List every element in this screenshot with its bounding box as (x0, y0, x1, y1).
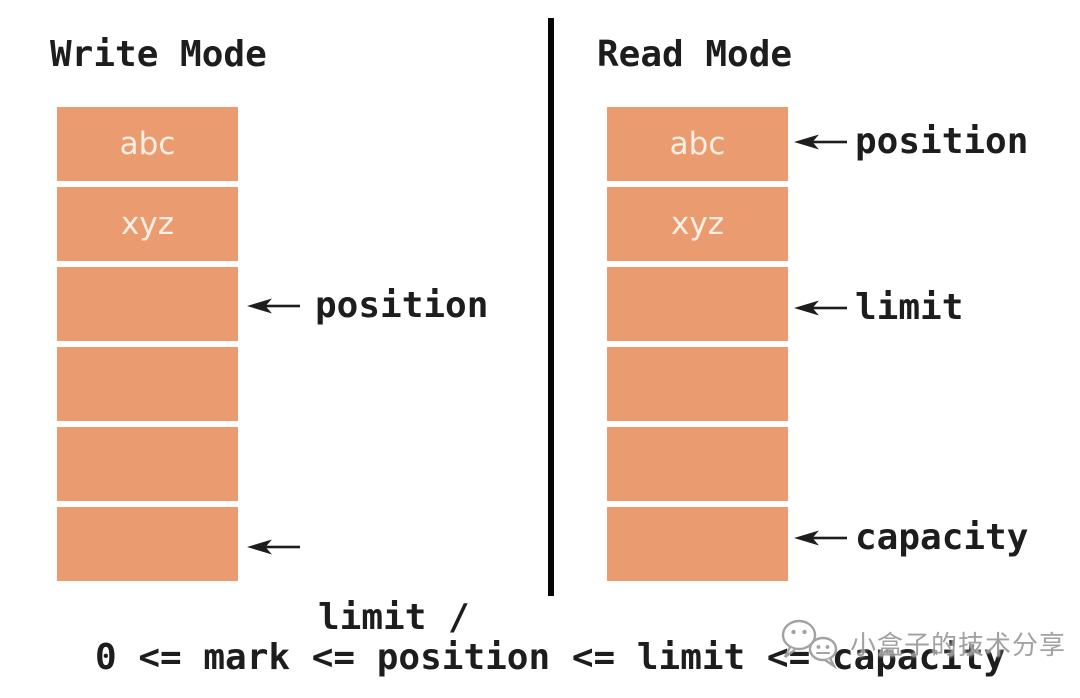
read-cell-6 (607, 507, 788, 581)
write-cell-5 (57, 427, 238, 501)
write-limit-label-line1: limit / (318, 597, 470, 638)
read-cell-3 (607, 267, 788, 341)
write-buffer-stack: abc xyz (57, 107, 238, 581)
write-cell-1: abc (57, 107, 238, 181)
left-arrow-icon (247, 298, 300, 314)
left-arrow-icon (794, 300, 847, 316)
read-mode-title: Read Mode (597, 34, 793, 75)
left-arrow-icon (794, 530, 847, 546)
write-cell-2: xyz (57, 187, 238, 261)
read-capacity-label: capacity (855, 517, 1029, 558)
left-arrow-icon (794, 134, 847, 150)
write-limit-capacity-label: limit / capacity (318, 498, 491, 698)
read-limit-label: limit (855, 287, 964, 328)
write-mode-title: Write Mode (50, 34, 267, 75)
read-cell-5 (607, 427, 788, 501)
read-cell-4 (607, 347, 788, 421)
write-position-label: position (315, 285, 489, 326)
read-buffer-stack: abc xyz (607, 107, 788, 581)
read-position-label: position (855, 121, 1029, 162)
read-cell-2: xyz (607, 187, 788, 261)
write-cell-6 (57, 507, 238, 581)
write-cell-3 (57, 267, 238, 341)
vertical-divider (548, 18, 554, 596)
left-arrow-icon (247, 539, 300, 555)
read-cell-1: abc (607, 107, 788, 181)
write-cell-4 (57, 347, 238, 421)
buffer-invariant-formula: 0 <= mark <= position <= limit <= capaci… (95, 637, 1006, 678)
